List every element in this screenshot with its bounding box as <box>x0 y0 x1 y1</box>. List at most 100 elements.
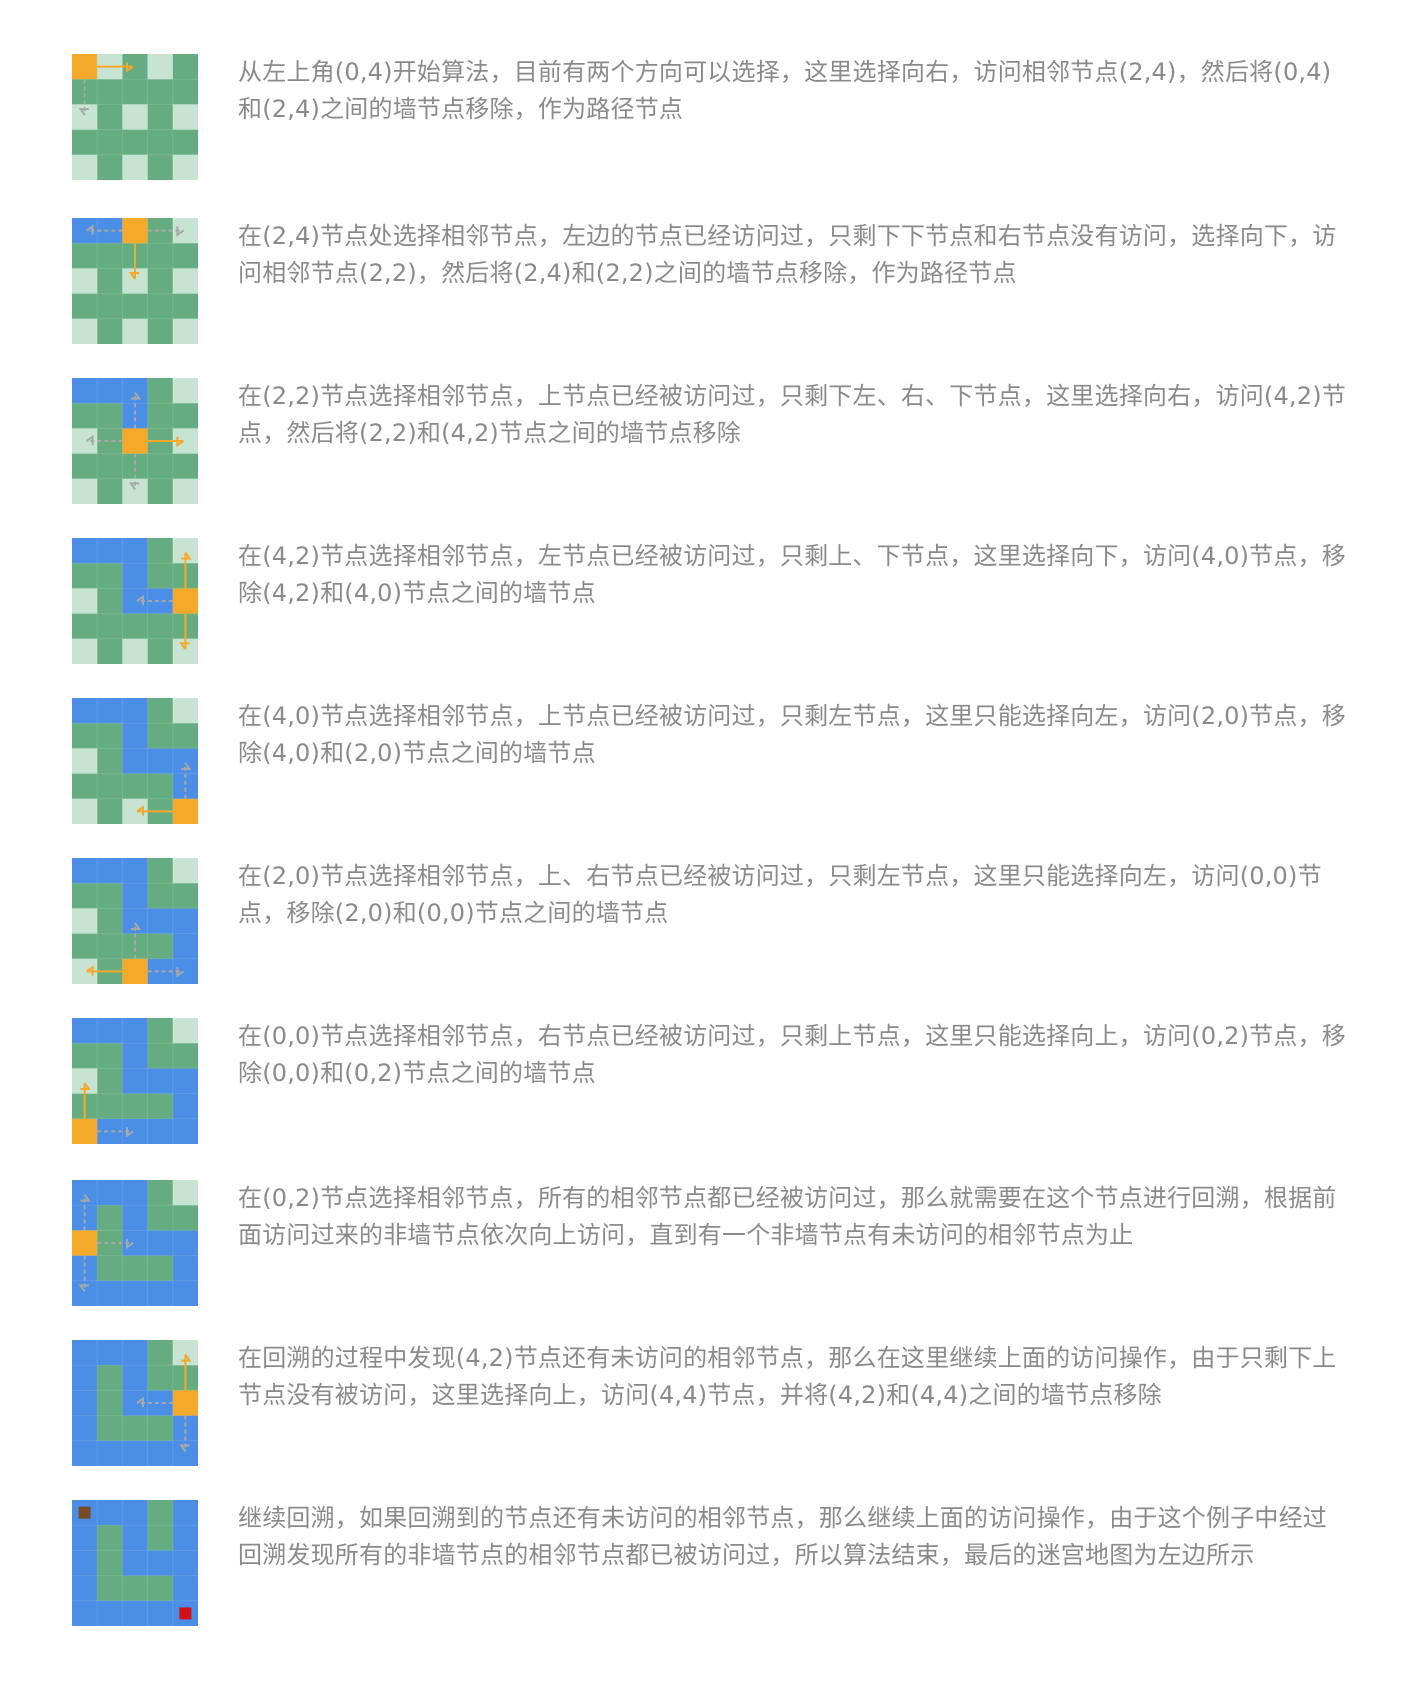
step-8: 在(0,2)节点选择相邻节点，所有的相邻节点都已经被访问过，那么就需要在这个节点… <box>0 1180 1404 1308</box>
maze-cell <box>122 1340 148 1366</box>
arrow-chosen <box>179 613 190 650</box>
maze-cell <box>122 958 148 984</box>
maze-grid <box>72 378 198 504</box>
arrow-candidate <box>136 594 173 606</box>
maze-cell <box>97 378 123 404</box>
end-marker <box>179 1607 192 1620</box>
arrow-candidate <box>78 79 89 116</box>
arrow-candidate <box>86 224 123 235</box>
maze-cell <box>72 723 98 749</box>
maze-cell <box>172 1390 198 1416</box>
arrow-candidate <box>130 922 142 959</box>
maze-cell <box>122 748 148 774</box>
maze-cell <box>147 613 174 640</box>
maze-cell <box>72 933 98 960</box>
maze-cell <box>172 698 198 724</box>
maze-cell <box>172 318 198 344</box>
maze-cell <box>72 1043 98 1069</box>
maze-cell <box>147 563 174 589</box>
maze-cell <box>172 79 198 105</box>
step-description: 在(4,0)节点选择相邻节点，上节点已经被访问过，只剩左节点，这里只能选择向左，… <box>238 702 1346 767</box>
maze-cell <box>147 243 174 269</box>
maze-cell <box>122 1255 148 1282</box>
maze-cell <box>72 293 98 320</box>
maze-cell <box>72 1018 98 1044</box>
arrow-candidate <box>128 453 140 490</box>
maze-cell <box>72 1440 98 1466</box>
maze-cell <box>122 218 148 244</box>
maze-cell <box>72 318 98 344</box>
maze-cell <box>97 698 123 724</box>
maze-cell <box>172 268 198 294</box>
maze-cell <box>97 1068 123 1094</box>
maze-cell <box>72 54 98 80</box>
maze-cell <box>147 933 174 960</box>
arrow-chosen <box>97 62 134 73</box>
maze-svg <box>72 1018 198 1144</box>
maze-cell <box>172 1230 198 1256</box>
maze-cell <box>147 478 174 504</box>
maze-cell <box>72 588 98 614</box>
maze-cell <box>147 1575 174 1602</box>
maze-cell <box>97 563 123 589</box>
arrow-candidate <box>179 1415 190 1452</box>
arrow-candidate <box>78 1255 89 1292</box>
maze-cell <box>72 1600 98 1626</box>
step-description: 在(2,2)节点选择相邻节点，上节点已经被访问过，只剩下左、右、下节点，这里选择… <box>238 382 1346 447</box>
step-description: 在(0,2)节点选择相邻节点，所有的相邻节点都已经被访问过，那么就需要在这个节点… <box>238 1184 1337 1249</box>
maze-cell <box>147 1440 174 1466</box>
maze-cell <box>97 154 123 180</box>
step-4: 在(4,2)节点选择相邻节点，左节点已经被访问过，只剩上、下节点，这里选择向下，… <box>0 538 1404 666</box>
maze-cell <box>147 1415 174 1442</box>
step-10: 继续回溯，如果回溯到的节点还有未访问的相邻节点，那么继续上面的访问操作，由于这个… <box>0 1500 1404 1628</box>
maze-cell <box>122 1575 148 1602</box>
maze-cell <box>97 933 123 960</box>
maze-cell <box>147 1365 174 1391</box>
maze-cell <box>72 478 98 504</box>
maze-cell <box>122 154 148 180</box>
maze-cell <box>72 378 98 404</box>
maze-cell <box>72 538 98 564</box>
maze-cell <box>72 1118 98 1144</box>
maze-cell <box>172 54 198 80</box>
maze-cell <box>72 1340 98 1366</box>
maze-cell <box>122 1365 148 1391</box>
maze-cell <box>72 773 98 800</box>
arrow-candidate <box>97 1127 134 1138</box>
maze-grid <box>72 54 198 180</box>
maze-cell <box>147 748 174 774</box>
maze-cell <box>147 723 174 749</box>
arrow-chosen <box>136 805 173 816</box>
maze-svg <box>72 538 198 664</box>
maze-cell <box>147 773 174 800</box>
arrow-chosen <box>80 1082 91 1119</box>
maze-cell <box>97 129 123 156</box>
maze-cell <box>97 613 123 640</box>
maze-cell <box>147 1550 174 1576</box>
arrow-chosen <box>86 965 123 976</box>
maze-cell <box>72 154 98 180</box>
maze-grid <box>72 1018 198 1144</box>
maze-grid <box>72 858 198 984</box>
maze-cell <box>97 1280 123 1306</box>
maze-cell <box>172 1018 198 1044</box>
maze-cell <box>172 1180 198 1206</box>
maze-cell <box>72 748 98 774</box>
step-6: 在(2,0)节点选择相邻节点，上、右节点已经被访问过，只剩左节点，这里只能选择向… <box>0 858 1404 986</box>
maze-cell <box>147 104 174 130</box>
maze-cell <box>147 698 174 724</box>
maze-cell <box>122 1018 148 1044</box>
maze-cell <box>72 798 98 824</box>
maze-cell <box>172 453 198 480</box>
step-description: 在(2,4)节点处选择相邻节点，左边的节点已经访问过，只剩下下节点和右节点没有访… <box>238 222 1337 287</box>
maze-cell <box>147 268 174 294</box>
maze-cell <box>72 243 98 269</box>
maze-cell <box>122 428 148 454</box>
maze-cell <box>122 638 148 664</box>
arrow-candidate <box>181 762 192 799</box>
maze-cell <box>72 403 98 429</box>
maze-cell <box>97 1093 123 1120</box>
maze-svg <box>72 698 198 824</box>
maze-cell <box>147 638 174 664</box>
